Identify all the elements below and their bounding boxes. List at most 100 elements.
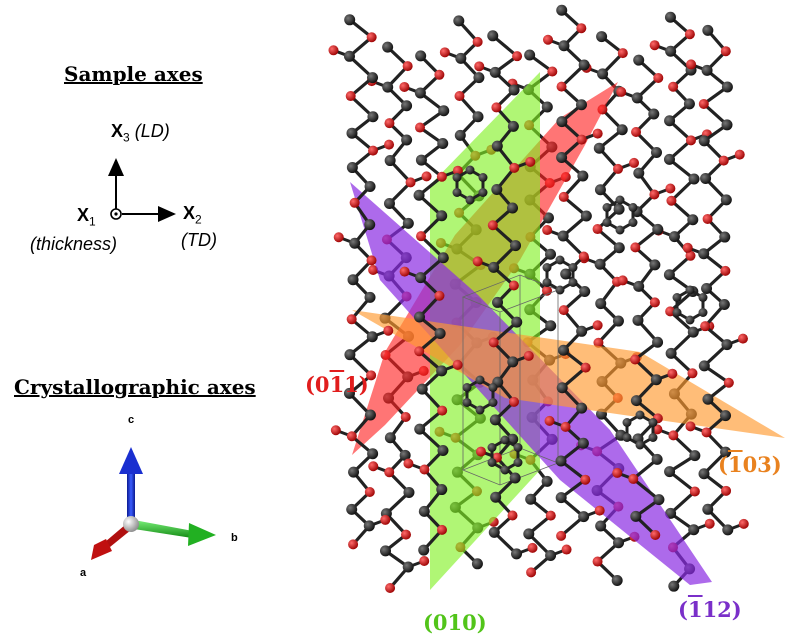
carbon-atom (648, 108, 660, 120)
carbon-atom (622, 433, 632, 442)
oxygen-atom (617, 275, 628, 286)
carbon-atom (403, 486, 415, 498)
bond (705, 431, 727, 454)
bond (560, 478, 587, 499)
bond (454, 436, 479, 456)
oxygen-atom (545, 510, 556, 521)
oxygen-atom (418, 365, 429, 376)
bond (480, 450, 498, 459)
carbon-atom (364, 219, 376, 231)
oxygen-atom (668, 430, 679, 441)
bond (546, 228, 564, 238)
x1-axis-dot (110, 208, 122, 220)
carbon-atom (415, 50, 427, 62)
carbon-atom (721, 339, 733, 351)
carbon-atom (511, 548, 523, 560)
bond (353, 185, 372, 204)
c-axis-head (119, 447, 143, 474)
carbon-atom (701, 282, 713, 294)
bond (494, 400, 516, 421)
bond (668, 454, 696, 474)
oxygen-atom (439, 47, 450, 58)
carbon-atom (541, 475, 553, 487)
carbon-atom (384, 432, 396, 444)
oxygen-atom (592, 128, 603, 139)
oxygen-atom (455, 542, 466, 553)
bond (634, 515, 657, 537)
carbon-atom (348, 466, 360, 478)
bond (513, 266, 531, 276)
bond (599, 167, 620, 191)
bond (528, 198, 550, 219)
bond (528, 181, 551, 202)
bond (350, 296, 372, 321)
carbon-atom (687, 326, 699, 338)
bond (596, 489, 620, 508)
bond (388, 104, 408, 125)
oxygen-atom (384, 118, 395, 129)
bond (403, 85, 421, 95)
bond (422, 528, 444, 552)
carbon-atom (462, 383, 472, 392)
bond (372, 143, 390, 153)
carbon-atom (613, 462, 625, 474)
carbon-atom (652, 336, 664, 348)
oxygen-atom (613, 163, 624, 174)
bond (530, 416, 554, 441)
bond (455, 247, 482, 267)
bond (528, 308, 552, 327)
bond (690, 132, 708, 142)
oxygen-atom (629, 157, 640, 168)
unit-cell (461, 274, 560, 486)
oxygen-atom (720, 46, 731, 57)
bond (596, 560, 619, 582)
bond (637, 285, 657, 304)
oxygen-atom (454, 207, 465, 218)
oxygen-atom (509, 162, 520, 173)
bond (459, 115, 480, 137)
carbon-atom (595, 408, 607, 420)
carbon-atom (454, 129, 466, 141)
plane-label-103: (103) (718, 452, 782, 477)
bond (583, 509, 601, 518)
bond (600, 361, 622, 383)
bond (526, 341, 551, 362)
bond (496, 381, 516, 403)
bond (419, 214, 443, 238)
carbon-atom (685, 64, 697, 76)
oxygen-atom (380, 514, 391, 525)
bond (421, 369, 443, 391)
bond (349, 76, 374, 98)
oxygen-atom (403, 458, 414, 469)
oxygen-atom (612, 276, 623, 287)
bond (706, 398, 727, 417)
bond (727, 522, 745, 532)
carbon-atom (379, 545, 391, 557)
a-axis-label: a (80, 567, 87, 579)
bond (632, 458, 659, 481)
bond (529, 438, 554, 462)
c-axis-label: c (128, 414, 135, 426)
oxygen-atom (527, 542, 538, 553)
plane-112 (350, 182, 712, 585)
carbon-atom (418, 544, 430, 556)
oxygen-atom (524, 120, 535, 131)
bond (560, 156, 584, 178)
oxygen-atom (668, 81, 679, 92)
carbon-atom (664, 466, 676, 478)
bond (457, 19, 479, 43)
bond (459, 546, 479, 565)
oxygen-atom (652, 413, 663, 424)
oxygen-atom (629, 531, 640, 542)
crystal-axes-heading: Crystallographic axes (14, 375, 256, 399)
bond (669, 310, 695, 334)
bond (656, 427, 674, 437)
bond (459, 40, 479, 60)
carbon-atom (556, 382, 568, 394)
oxygen-atom (702, 213, 713, 224)
oxygen-atom (330, 425, 341, 436)
carbon-atom (578, 511, 590, 523)
bond (418, 409, 444, 431)
carbon-atom (478, 173, 488, 182)
carbon-atom (451, 394, 463, 406)
